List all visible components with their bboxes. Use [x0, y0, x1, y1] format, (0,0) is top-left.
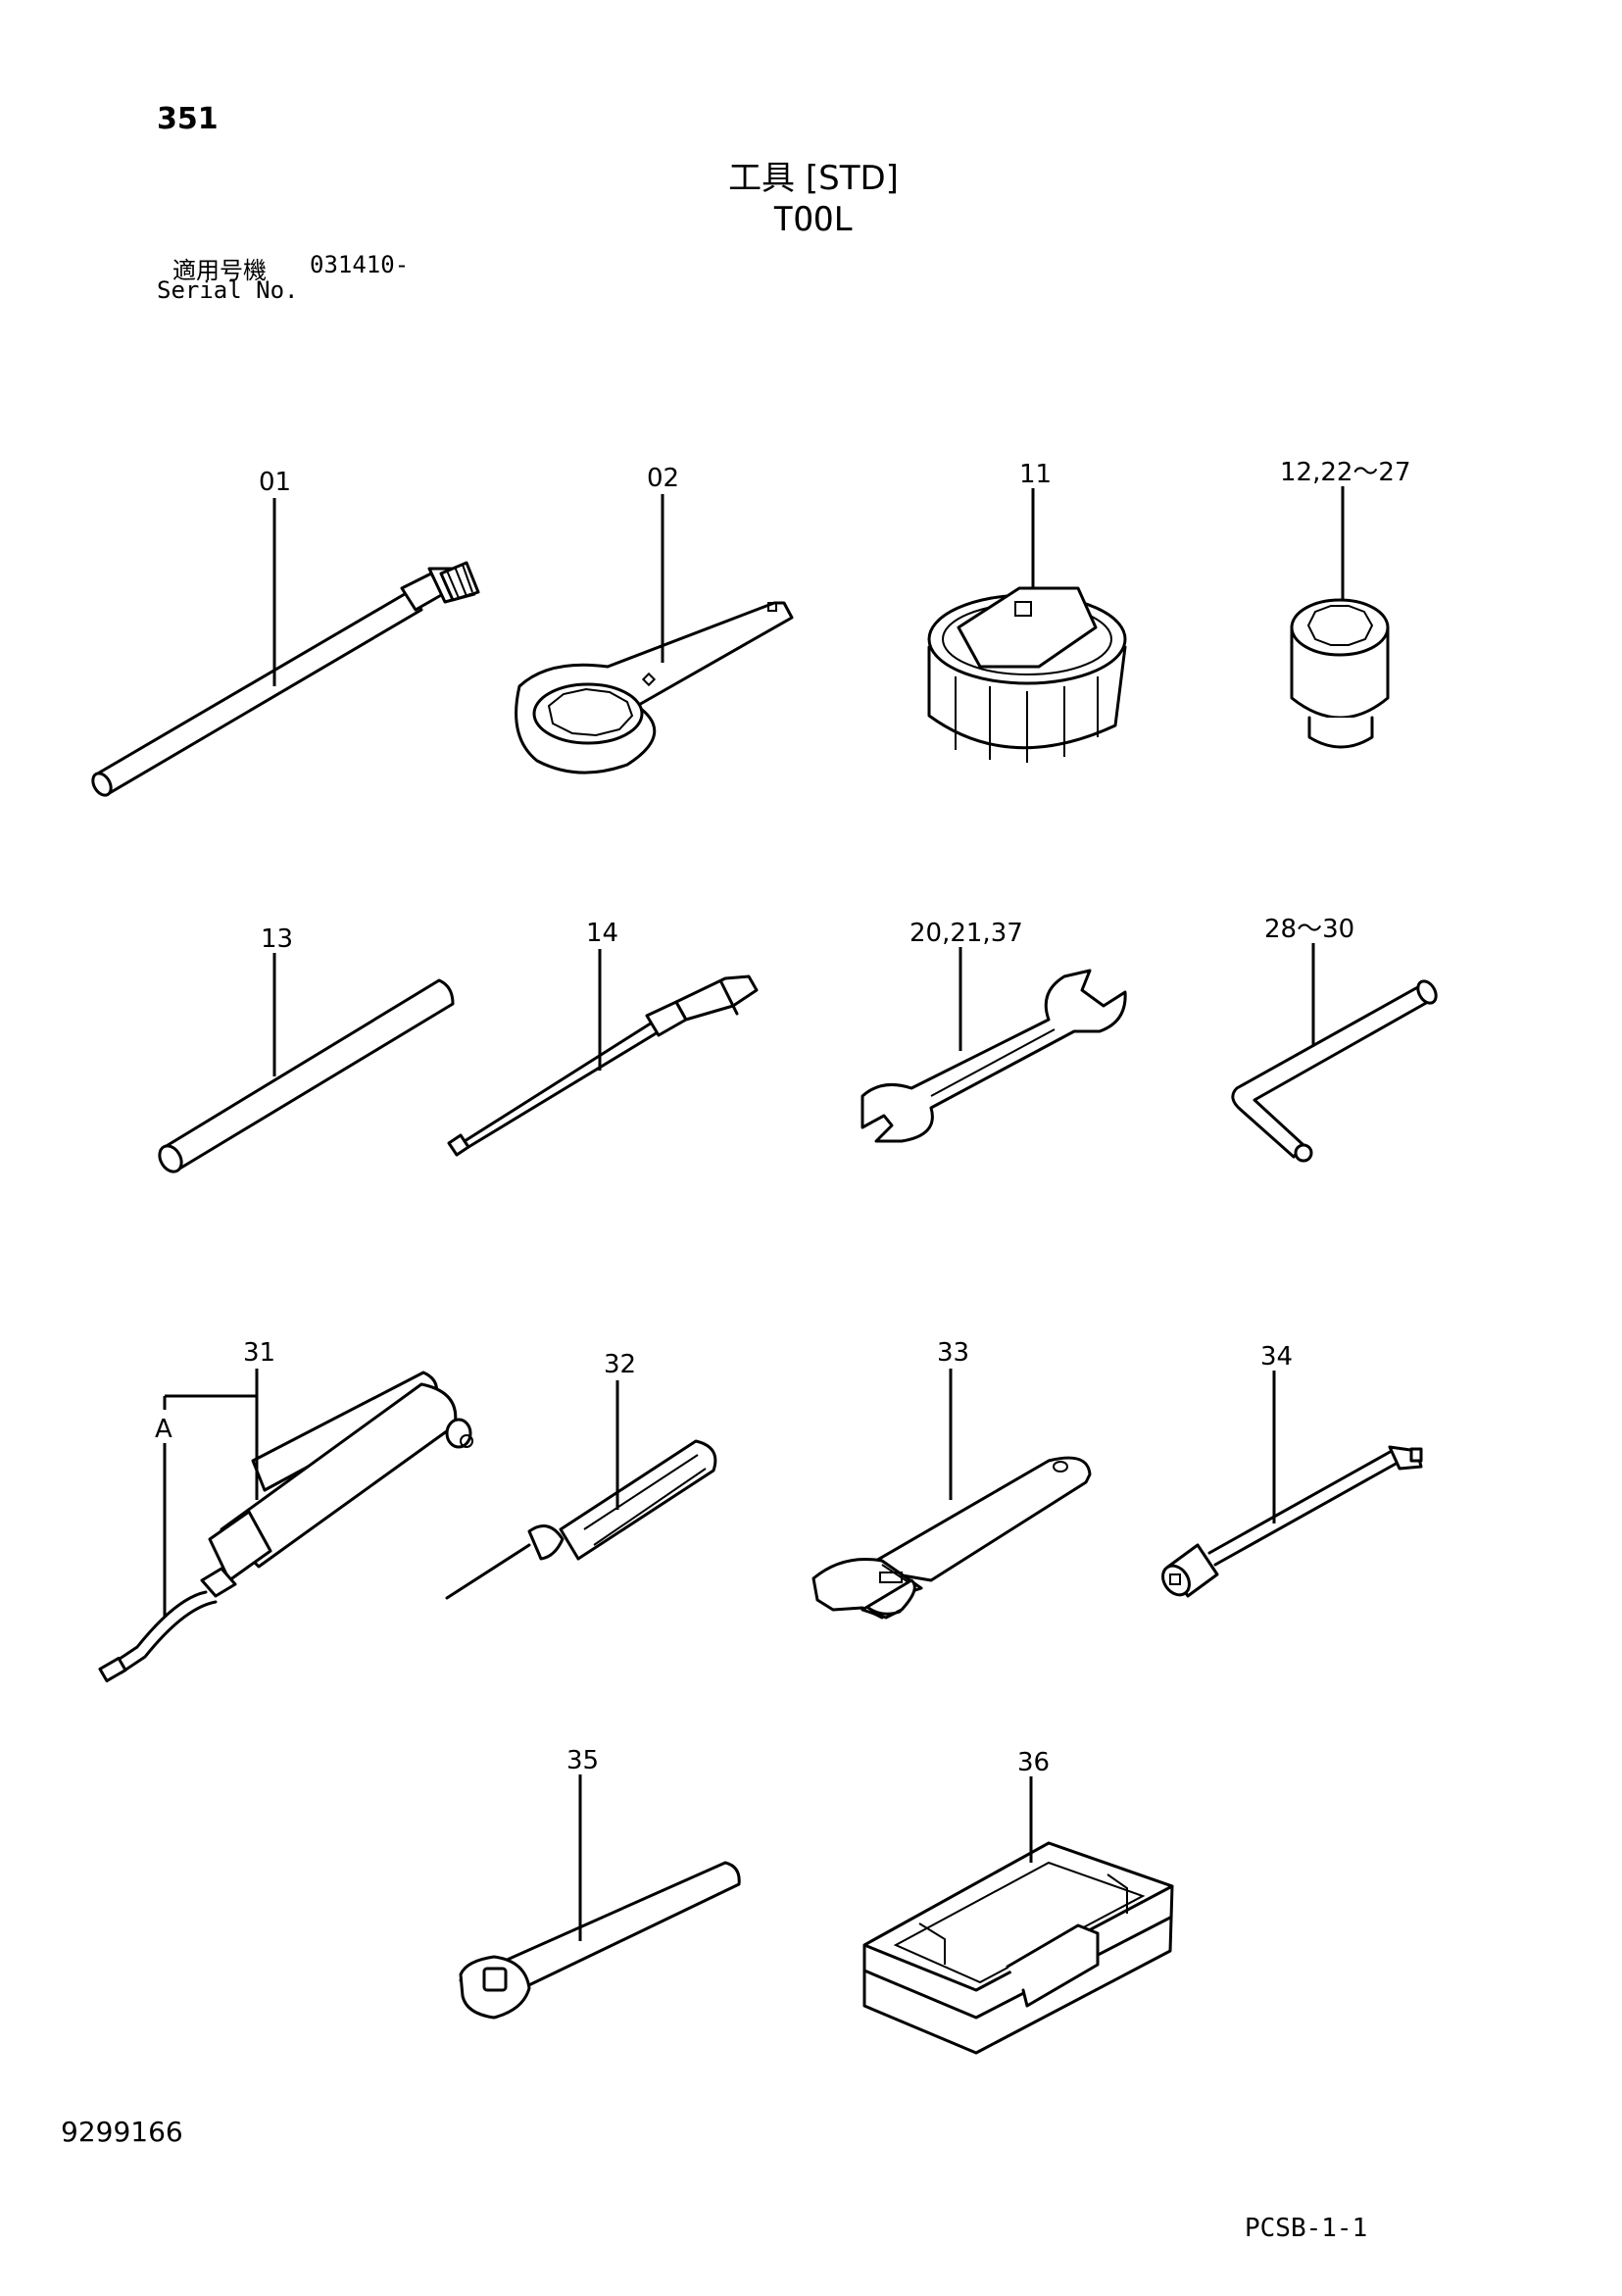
double-open-wrench-icon — [860, 969, 1127, 1143]
part-label: 11 — [1019, 460, 1052, 489]
socket-driver-icon — [447, 974, 759, 1157]
extension-socket-icon — [1161, 1445, 1423, 1598]
extension-bar-icon — [91, 561, 480, 797]
part-label: 12,22～27 — [1280, 458, 1411, 487]
title-english: TOOL — [773, 200, 854, 239]
page-number: 351 — [157, 102, 219, 136]
part-label: 34 — [1260, 1342, 1293, 1372]
adjustable-wrench-icon — [811, 1456, 1092, 1620]
screwdriver-icon — [445, 1439, 717, 1600]
ring-spanner-icon — [515, 601, 794, 774]
part-label: 31 — [243, 1338, 275, 1368]
document-number: 9299166 — [61, 2116, 183, 2148]
part-label: 13 — [261, 924, 293, 954]
filter-wrench-icon — [927, 586, 1127, 763]
part-label: 14 — [586, 919, 618, 948]
serial-number-value: 031410- — [310, 251, 410, 278]
serial-label-japanese: 適用号機 — [172, 257, 267, 284]
part-label: 01 — [259, 468, 291, 497]
part-label: 32 — [604, 1350, 636, 1379]
part-label: 36 — [1017, 1748, 1050, 1777]
part-label: 20,21,37 — [909, 919, 1023, 948]
socket-icon — [1290, 598, 1390, 749]
tool-box-icon — [862, 1841, 1174, 2055]
pipe-icon — [158, 978, 455, 1173]
hex-key-icon — [1231, 979, 1438, 1163]
page-code: PCSB-1-1 — [1245, 2214, 1368, 2243]
part-label: 28～30 — [1264, 915, 1354, 944]
ratchet-handle-icon — [459, 1861, 741, 2020]
grease-gun-icon — [98, 1371, 473, 1683]
callout-letter: A — [155, 1415, 172, 1444]
part-label: 35 — [566, 1746, 599, 1775]
serial-label-english: Serial No. — [157, 276, 299, 304]
part-label: 02 — [647, 464, 679, 493]
part-label: 33 — [937, 1338, 969, 1368]
title-japanese: 工具 [STD] — [728, 159, 899, 198]
